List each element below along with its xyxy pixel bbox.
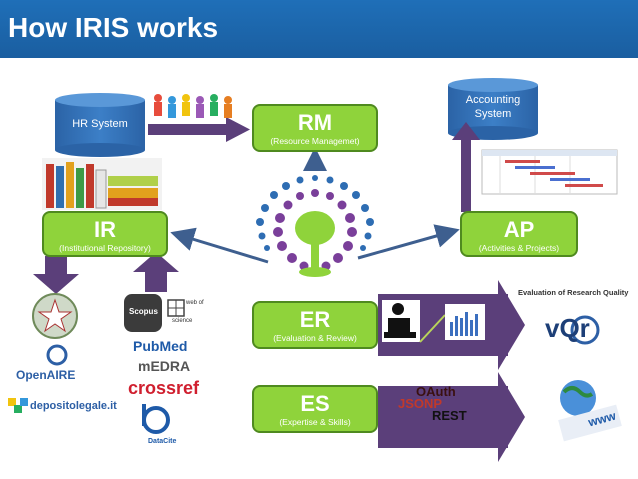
bar-chart-icon <box>445 304 485 340</box>
datacite-icon <box>142 404 170 434</box>
openaire-logo: OpenAIRE <box>16 368 76 382</box>
header-bar: How IRIS works <box>0 0 638 58</box>
es-box[interactable]: ES (Expertise & Skills) <box>252 385 378 433</box>
accounting-label-line1: Accounting <box>465 94 521 106</box>
page-title: How IRIS works <box>8 12 219 43</box>
gantt-chart-thumbnail <box>481 149 618 195</box>
vqr-caption: Evaluation of Research Quality <box>518 288 629 297</box>
scopus-logo: Scopus <box>129 307 158 316</box>
er-abbr: ER <box>299 307 331 332</box>
ap-to-accounting-arrow <box>452 122 480 212</box>
center-to-ir-connector <box>170 227 269 264</box>
web-of-science-emblem <box>167 299 185 317</box>
ap-box[interactable]: AP (Activities & Projects) <box>460 211 578 257</box>
ir-down-arrow <box>33 256 79 294</box>
crossref-logo: crossref <box>128 378 200 398</box>
oauth-logo: OAuth <box>416 384 456 399</box>
ir-up-arrow <box>133 252 179 292</box>
scopus-badge <box>124 294 162 332</box>
es-full: (Expertise & Skills) <box>279 417 351 427</box>
rest-logo: REST <box>432 408 467 423</box>
pubmed-logo: PubMed <box>133 338 188 354</box>
vqr-logo-text: vQr <box>545 313 590 343</box>
accounting-system-label: Accounting System <box>448 94 538 120</box>
er-full: (Evaluation & Review) <box>273 333 357 343</box>
ap-abbr: AP <box>503 217 535 242</box>
globe-www-icon <box>558 380 622 442</box>
ap-full: (Activities & Projects) <box>478 243 560 253</box>
rm-full: (Resource Managemet) <box>270 136 360 146</box>
ir-full: (Institutional Repository) <box>59 243 151 253</box>
es-abbr: ES <box>300 391 330 416</box>
ir-box[interactable]: IR (Institutional Repository) <box>42 211 168 257</box>
medra-logo: mEDRA <box>138 358 191 374</box>
wos-logo-line2: science <box>172 318 193 324</box>
people-figures-image <box>154 94 232 118</box>
rm-box[interactable]: RM (Resource Managemet) <box>252 104 378 152</box>
datacite-logo: DataCite <box>148 438 177 445</box>
center-to-ap-connector <box>357 224 460 260</box>
divider-line <box>419 314 446 343</box>
vqr-logo-mark <box>570 315 600 345</box>
er-box[interactable]: ER (Evaluation & Review) <box>252 301 378 349</box>
es-big-arrow <box>378 372 525 462</box>
ir-abbr: IR <box>94 217 116 242</box>
hr-system-label: HR System <box>72 118 128 130</box>
deposito-logo: depositolegale.it <box>30 400 117 412</box>
hr-to-rm-arrow <box>148 117 250 142</box>
books-image <box>42 158 162 210</box>
jsonp-logo: JSONP <box>398 396 443 411</box>
accounting-label-line2: System <box>474 108 512 120</box>
italian-emblem-icon <box>32 293 78 339</box>
reader-icon <box>382 300 420 342</box>
rm-abbr: RM <box>297 110 333 135</box>
hr-system-cylinder <box>55 93 145 157</box>
iris-dot-logo <box>256 175 374 277</box>
openaire-mark-icon <box>46 344 68 366</box>
wos-logo-line1: web of <box>186 300 204 306</box>
deposito-cubes-icon <box>8 398 28 413</box>
